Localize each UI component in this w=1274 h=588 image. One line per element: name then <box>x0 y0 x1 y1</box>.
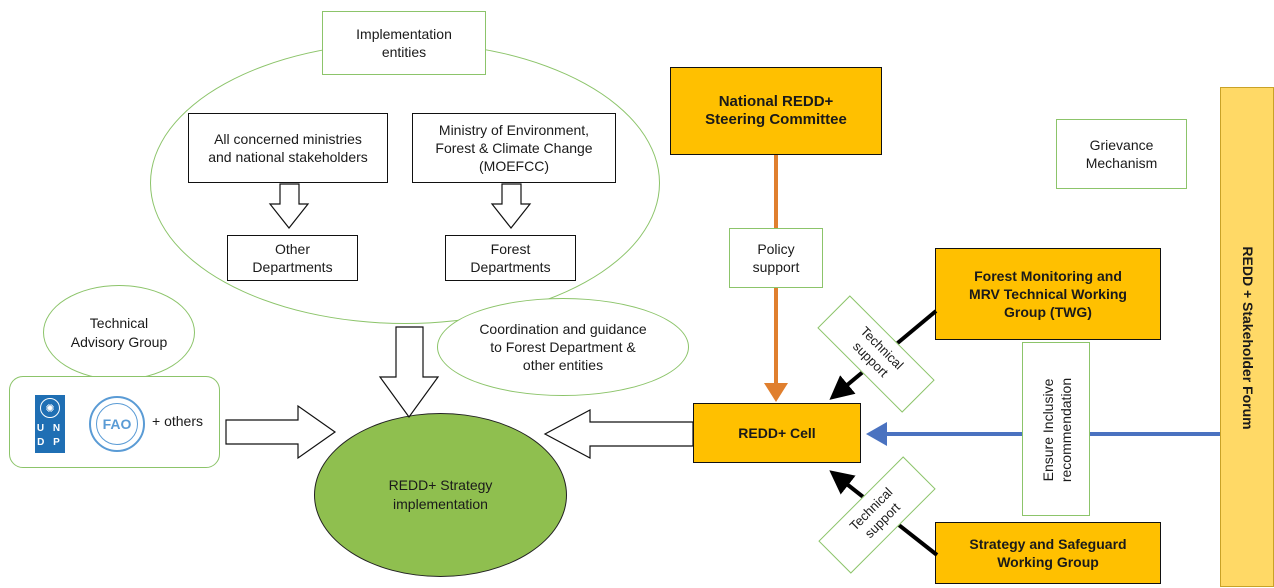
coordination-ellipse: Coordination and guidance to Forest Depa… <box>437 298 689 396</box>
steering-committee-box: National REDD+ Steering Committee <box>670 67 882 155</box>
un-emblem-icon: ✺ <box>40 398 60 418</box>
technical-support-bottom-box: Technical support <box>818 456 936 574</box>
other-departments-box: Other Departments <box>227 235 358 281</box>
grievance-mechanism-box: Grievance Mechanism <box>1056 119 1187 189</box>
policy-support-box: Policy support <box>729 228 823 288</box>
ensure-inclusive-label: Ensure Inclusive recommendation <box>1040 377 1074 483</box>
forest-departments-box: Forest Departments <box>445 235 576 281</box>
stakeholder-forum-panel: REDD + Stakeholder Forum <box>1220 87 1274 587</box>
ensure-inclusive-box: Ensure Inclusive recommendation <box>1022 342 1090 516</box>
redd-cell-box: REDD+ Cell <box>693 403 861 463</box>
others-label: + others <box>152 413 203 429</box>
undp-letters: U N D P <box>36 423 64 448</box>
technical-advisory-group-ellipse: Technical Advisory Group <box>43 285 195 380</box>
ministries-box: All concerned ministries and national st… <box>188 113 388 183</box>
implementation-ellipse <box>150 42 660 324</box>
blue-arrowhead <box>866 422 887 446</box>
strategy-safeguard-box: Strategy and Safeguard Working Group <box>935 522 1161 584</box>
wheat-icon: FAO <box>96 403 138 445</box>
down-arrow-implementation <box>378 326 440 419</box>
implementation-entities-label: Implementation entities <box>322 11 486 75</box>
twg-box: Forest Monitoring and MRV Technical Work… <box>935 248 1161 340</box>
partners-box: ✺ U N D P FAO + others <box>9 376 220 468</box>
fao-logo: FAO <box>89 396 145 452</box>
stakeholder-forum-label: REDD + Stakeholder Forum <box>1240 246 1256 430</box>
moefcc-box: Ministry of Environment, Forest & Climat… <box>412 113 616 183</box>
right-arrow-partners <box>225 404 337 460</box>
left-arrow-cell <box>543 409 694 459</box>
strategy-implementation-ellipse: REDD+ Strategy implementation <box>314 413 567 577</box>
undp-logo: ✺ U N D P <box>35 395 65 453</box>
technical-support-top-box: Technical support <box>817 295 935 413</box>
orange-arrowhead <box>764 383 788 402</box>
